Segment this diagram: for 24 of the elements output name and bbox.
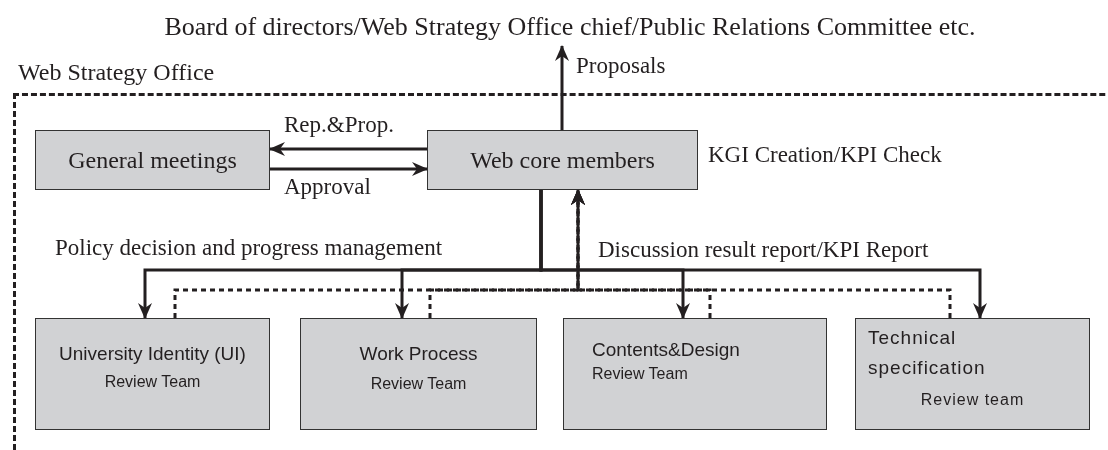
team-name: Technical specification (868, 326, 987, 380)
team-subtitle: Review team (919, 390, 1026, 410)
heading-text: Board of directors/Web Strategy Office chief/Public Relations Committee etc. (100, 8, 1040, 46)
box-text: Web core members (470, 146, 655, 174)
arrow (270, 162, 428, 176)
team-box (300, 318, 537, 430)
team-box (563, 318, 827, 430)
team-box (855, 318, 1090, 430)
team-subtitle: Review Team (592, 364, 688, 384)
box-text: General meetings (68, 146, 237, 174)
team-name: University Identity (UI) (58, 342, 247, 366)
arrow (555, 45, 569, 130)
process-box (35, 130, 270, 190)
team-name: Contents&Design (592, 338, 740, 362)
beside-note: KGI Creation/KPI Check (708, 142, 942, 168)
arrow (269, 142, 427, 156)
team-box (35, 318, 270, 430)
team-subtitle: Review Team (369, 374, 468, 394)
team-subtitle: Review Team (103, 372, 202, 392)
process-box (427, 130, 698, 190)
team-name: Work Process (358, 342, 479, 366)
dashed-arrow (571, 189, 952, 318)
arrow (539, 190, 987, 319)
group-heading: Web Strategy Office (18, 59, 215, 86)
